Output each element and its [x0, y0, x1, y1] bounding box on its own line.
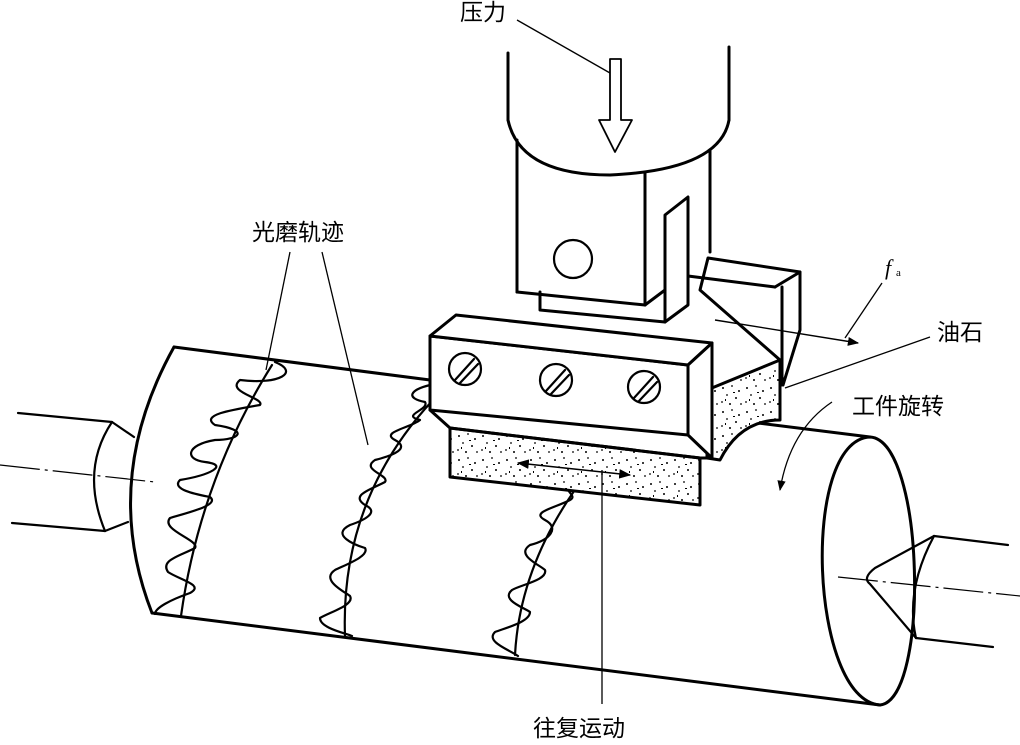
feed-leader: [844, 282, 883, 339]
rotation-arrow: [777, 401, 833, 492]
left-tailstock: [10, 411, 136, 533]
label-pressure: 压力: [460, 0, 506, 26]
label-workpiece-rotation: 工件旋转: [852, 394, 944, 420]
label-feed-subscript: a: [896, 267, 901, 279]
screw-2: [538, 362, 574, 398]
polishing-trace-1: [153, 360, 288, 618]
trace-leader-2: [321, 251, 369, 446]
polishing-trace-3: [491, 470, 590, 658]
label-oilstone: 油石: [937, 320, 983, 346]
pressure-leader: [516, 19, 611, 74]
polishing-trace-2: [318, 383, 435, 638]
trace-leader-1: [265, 251, 291, 371]
feed-arrow: [714, 319, 860, 346]
label-reciprocating-motion: 往复运动: [533, 716, 625, 742]
screw-3: [626, 369, 662, 405]
pressure-head: [506, 45, 731, 324]
axis-centerline-left: [0, 464, 156, 483]
right-tailstock: [865, 534, 1010, 649]
label-polishing-trace: 光磨轨迹: [252, 220, 344, 246]
label-feed-symbol: f: [885, 255, 894, 280]
workpiece-cylinder: [129, 345, 917, 707]
stone-holder: [428, 256, 802, 460]
screw-1: [447, 351, 483, 387]
axis-centerline-right: [837, 576, 1020, 597]
reciprocating-arrow: [516, 459, 632, 479]
oilstone-leader: [784, 336, 931, 389]
pressure-arrow: [598, 58, 633, 153]
